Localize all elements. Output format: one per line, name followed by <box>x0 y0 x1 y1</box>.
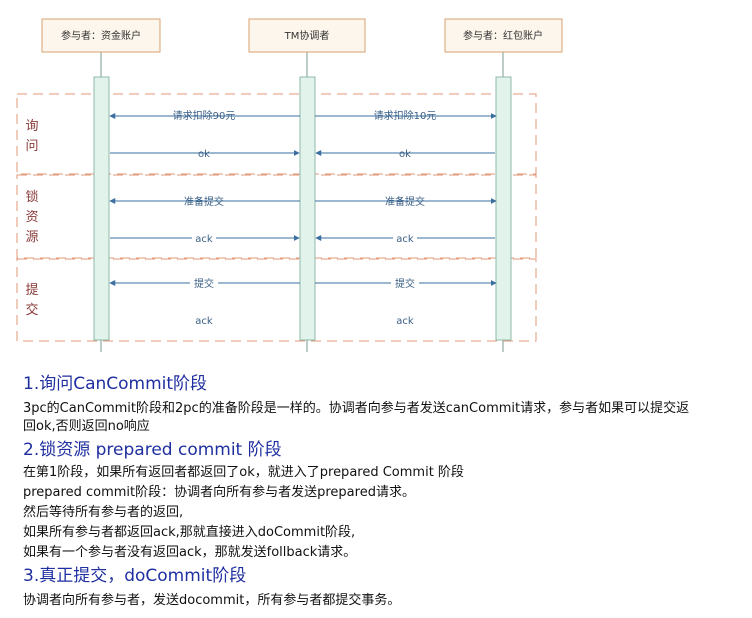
section-title-cancommit: 1.询问CanCommit阶段 <box>23 374 208 394</box>
activation-bar-redpacket <box>495 76 512 341</box>
section-docommit-line-1: 协调者向所有参与者，发送docommit，所有参与者都提交事务。 <box>23 593 401 608</box>
participant-funds-account: 参与者：资金账户 <box>41 18 161 53</box>
section-prepared-line-5: 如果有一个参与者没有返回ack，那就发送follback请求。 <box>23 545 357 560</box>
msg-label-ack-redpacket: ack <box>396 234 414 245</box>
phase-label-lock-char-2: 资 <box>25 210 38 225</box>
participant-funds-label: 参与者：资金账户 <box>61 29 141 42</box>
activation-bar-tm <box>299 76 316 341</box>
msg-label-request-deduct-10: 请求扣除10元 <box>374 109 437 122</box>
msg-label-commit-redpacket: 提交 <box>395 277 415 290</box>
phase-label-commit-char-1: 提 <box>25 282 38 298</box>
section-prepared-line-2: prepared commit阶段：协调者向所有参与者发送prepared请求。 <box>23 485 415 500</box>
section-prepared-line-1: 在第1阶段，如果所有返回者都返回了ok，就进入了prepared Commit … <box>23 465 464 480</box>
phase-box-commit <box>16 258 537 342</box>
participant-redpacket-account: 参与者：红包账户 <box>444 18 563 53</box>
phase-label-ask-char-2: 问 <box>25 139 38 154</box>
phase-label-commit-char-2: 交 <box>25 302 38 318</box>
phase-box-lock <box>16 174 537 259</box>
msg-label-final-ack-funds: ack <box>195 316 213 327</box>
msg-label-request-deduct-90: 请求扣除90元 <box>173 109 236 122</box>
section-title-prepared-commit: 2.锁资源 prepared commit 阶段 <box>23 440 282 460</box>
section-title-docommit: 3.真正提交，doCommit阶段 <box>23 566 247 586</box>
phase-label-lock-char-3: 源 <box>25 230 38 245</box>
participant-redpacket-label: 参与者：红包账户 <box>463 29 543 42</box>
msg-label-final-ack-redpacket: ack <box>396 316 414 327</box>
msg-label-ok-redpacket: ok <box>399 149 411 160</box>
sequence-diagram: 参与者：资金账户 TM协调者 参与者：红包账户 询 问 锁 资 源 提 交 请求… <box>16 18 563 352</box>
msg-label-prepare-funds: 准备提交 <box>184 195 224 208</box>
msg-label-ack-funds: ack <box>195 234 213 245</box>
section-prepared-line-3: 然后等待所有参与者的返回, <box>23 505 184 520</box>
msg-label-commit-funds: 提交 <box>194 277 214 290</box>
section-prepared-line-4: 如果所有参与者都返回ack,那就直接进入doCommit阶段, <box>23 525 356 540</box>
msg-label-prepare-redpacket: 准备提交 <box>385 195 425 208</box>
participant-tm-label: TM协调者 <box>284 29 330 42</box>
phase-label-lock-char-1: 锁 <box>25 189 38 205</box>
phase-box-ask <box>16 93 537 175</box>
participant-tm-coordinator: TM协调者 <box>248 18 366 53</box>
phase-label-ask-char-1: 询 <box>25 119 38 134</box>
section-cancommit-line-2: 回ok,否则返回no响应 <box>23 419 150 434</box>
activation-bar-funds <box>93 76 110 341</box>
section-cancommit-line-1: 3pc的CanCommit阶段和2pc的准备阶段是一样的。协调者向参与者发送ca… <box>23 401 690 416</box>
msg-label-ok-funds: ok <box>198 149 210 160</box>
